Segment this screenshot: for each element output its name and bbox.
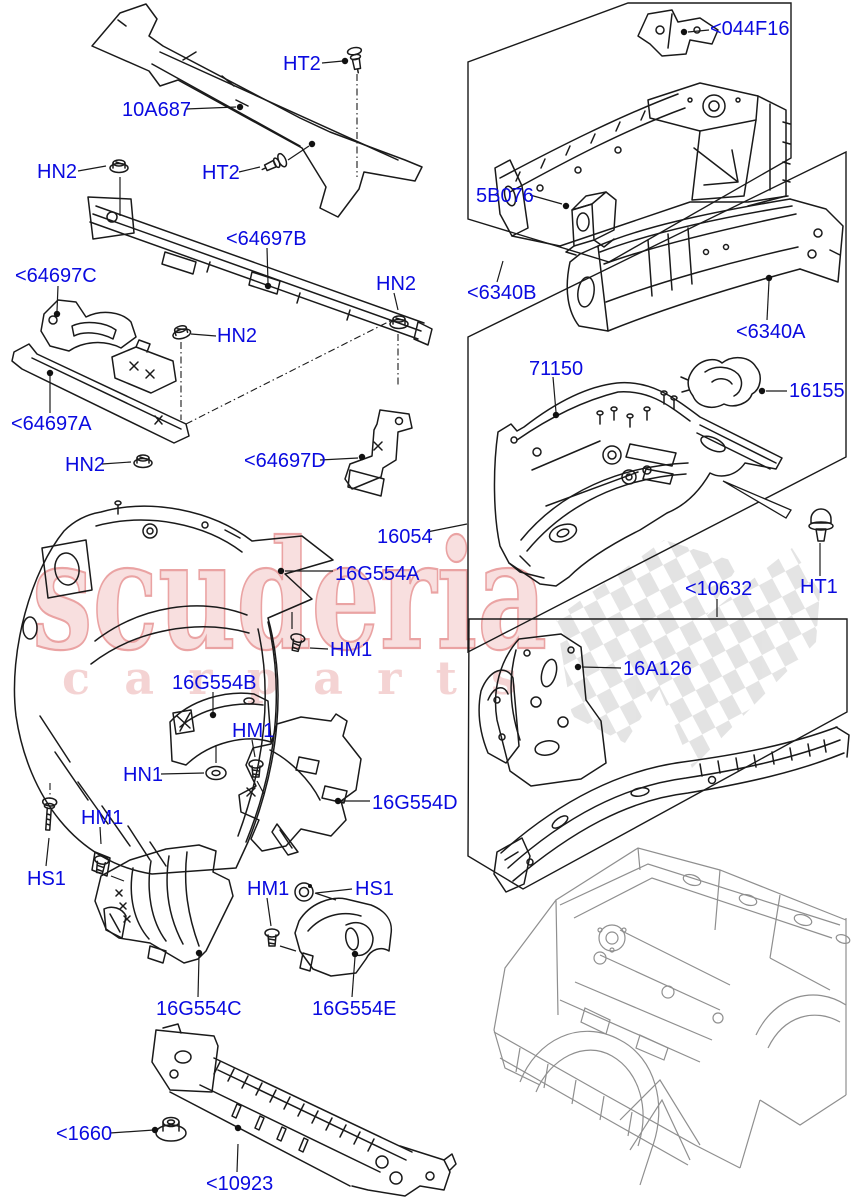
apron-assembly-6340B [494,82,791,247]
part-label-hm1-b: HM1 [232,720,275,742]
fastener-ht1 [808,508,834,542]
part-label-hm1-d: HM1 [247,878,290,900]
bar-64697A [11,343,190,444]
part-label-64697c: <64697C [15,265,97,287]
apron-panel-16A126 [478,633,607,787]
bracket-64697C [40,299,137,352]
part-label-5b076: 5B076 [476,185,534,207]
part-label-10923: <10923 [206,1173,274,1195]
watermark-subtitle-text: carparts [62,651,557,705]
bracket-16155 [680,356,761,408]
part-label-16g554c: 16G554C [156,998,242,1020]
leader-dots [46,28,773,1134]
part-label-ht1: HT1 [800,576,838,598]
part-label-16g554d: 16G554D [372,792,458,814]
part-label-hm1-a: HM1 [330,639,373,661]
part-label-ht2-top: HT2 [283,53,321,75]
part-label-hn2-c: HN2 [217,325,258,347]
part-label-16g554b: 16G554B [172,672,257,694]
part-label-64697a: <64697A [11,413,92,435]
vehicle-body-reference [493,847,851,1186]
part-label-6340a: <6340A [736,321,806,343]
fastener-hm1-c [94,855,110,875]
construction-lines [49,74,399,799]
part-label-64697d: <64697D [244,450,326,472]
part-label-64697b: <64697B [226,228,307,250]
part-label-hn1: HN1 [123,764,164,786]
part-label-16g554a: 16G554A [335,563,420,585]
bracket-044F16 [637,9,719,57]
part-label-16a126: 16A126 [623,658,692,680]
fastener-hn1-washer [205,765,227,781]
fastener-hm1-a [290,633,306,653]
part-label-10a687: 10A687 [122,99,191,121]
part-label-hs1-a: HS1 [27,868,66,890]
part-label-16g554e: 16G554E [312,998,397,1020]
side-rail-16A126-assembly [493,726,850,893]
part-label-ht2-mid: HT2 [202,162,240,184]
fastener-ht2-mid [261,152,288,172]
bracket-64697-center [111,339,177,394]
fastener-hn2-a [109,159,129,174]
part-label-16155: 16155 [789,380,845,402]
bracket-64697D [344,409,413,497]
leader-lines [45,29,821,1173]
part-label-16054: 16054 [377,526,433,548]
cowl-rail-64697B [87,196,433,346]
splash-shield-16G554C [91,844,234,964]
part-label-044f16: <044F16 [710,18,790,40]
fastener-hn2-b [389,315,409,330]
splash-shield-16G554E [294,897,393,977]
part-label-hm1-c: HM1 [81,807,124,829]
panel-6340A [566,198,844,332]
bracket-5B076 [565,191,617,256]
checkered-flag-watermark [556,540,820,768]
fastener-hm1-b [248,759,264,778]
wheel-arch-liner-16G554A [13,500,334,875]
fastener-hn2-d [133,454,153,469]
box-10632-assembly [467,618,848,890]
part-label-6340b: <6340B [467,282,537,304]
part-label-10632: <10632 [685,578,753,600]
lower-front-panel-10923 [151,1023,457,1197]
part-label-hn2-d: HN2 [65,454,106,476]
part-label-1660: <1660 [56,1123,113,1145]
part-label-hn2-b: HN2 [376,273,417,295]
cowl-panel-10A687 [91,3,423,218]
fastener-hn2-c [172,325,192,340]
fastener-ht2-top [346,46,363,74]
fastener-hs1-nut [294,882,314,902]
part-label-hs1-b: HS1 [355,878,394,900]
pointer-wedge [722,480,792,519]
fastener-hm1-d [264,928,280,947]
part-label-hn2-a: HN2 [37,161,78,183]
part-label-71150: 71150 [529,358,584,380]
wheelhouse-panel-71150 [493,381,783,587]
box-71150-assembly [467,150,847,654]
splash-shield-16G554D [238,713,362,856]
